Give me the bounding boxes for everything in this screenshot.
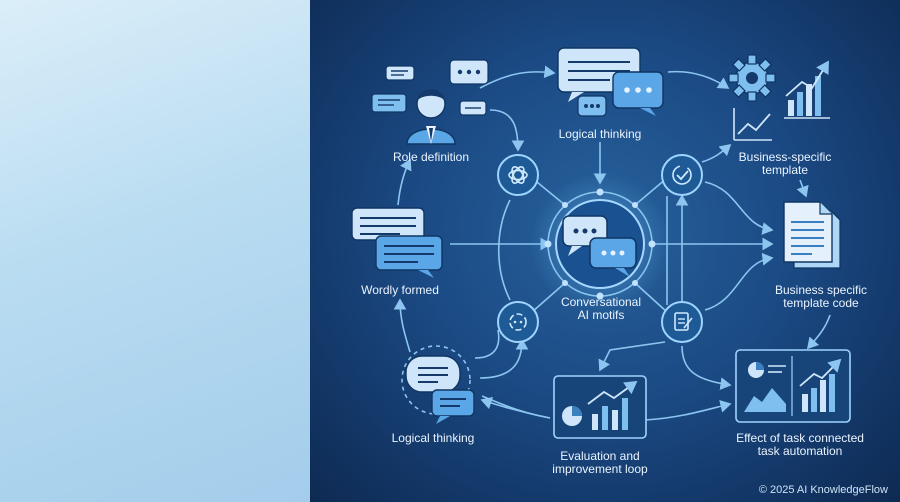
diagram-canvas xyxy=(351,47,851,439)
business-code-label: Business specific template code xyxy=(774,283,868,310)
openai-node-icon xyxy=(497,154,539,196)
left-gradient-panel xyxy=(0,0,310,502)
workflow-diagram: Role definition Logical thinking Busines… xyxy=(310,0,900,502)
document-icon xyxy=(783,201,841,269)
conversation-bubbles-icon xyxy=(555,199,645,289)
effect-automation-label: Effect of task connected task automation xyxy=(736,431,864,458)
chat-bubbles-icon xyxy=(557,47,664,117)
evaluation-dashboard-icon xyxy=(553,375,647,439)
check-cycle-node-icon xyxy=(661,154,703,196)
logical-thinking-top-label: Logical thinking xyxy=(558,127,642,141)
evaluation-loop-label: Evaluation and improvement loop xyxy=(552,449,648,476)
copyright-credit: © 2025 AI KnowledgeFlow xyxy=(758,484,888,496)
speech-bubbles-icon xyxy=(351,207,443,278)
logical-thinking-bottom-label: Logical thinking xyxy=(391,431,475,445)
wordly-formed-label: Wordly formed xyxy=(361,283,439,297)
thinking-bubbles-icon xyxy=(401,345,475,424)
gear-chart-icon xyxy=(728,54,830,141)
business-template-label: Business-specific template xyxy=(738,150,832,177)
chat-node-icon xyxy=(497,301,539,343)
person-icon xyxy=(371,59,489,145)
automation-dashboard-icon xyxy=(735,349,851,423)
clipboard-node-icon xyxy=(661,301,703,343)
conversational-ai-label: Conversational AI motifs xyxy=(560,295,642,322)
role-definition-label: Role definition xyxy=(392,150,470,164)
